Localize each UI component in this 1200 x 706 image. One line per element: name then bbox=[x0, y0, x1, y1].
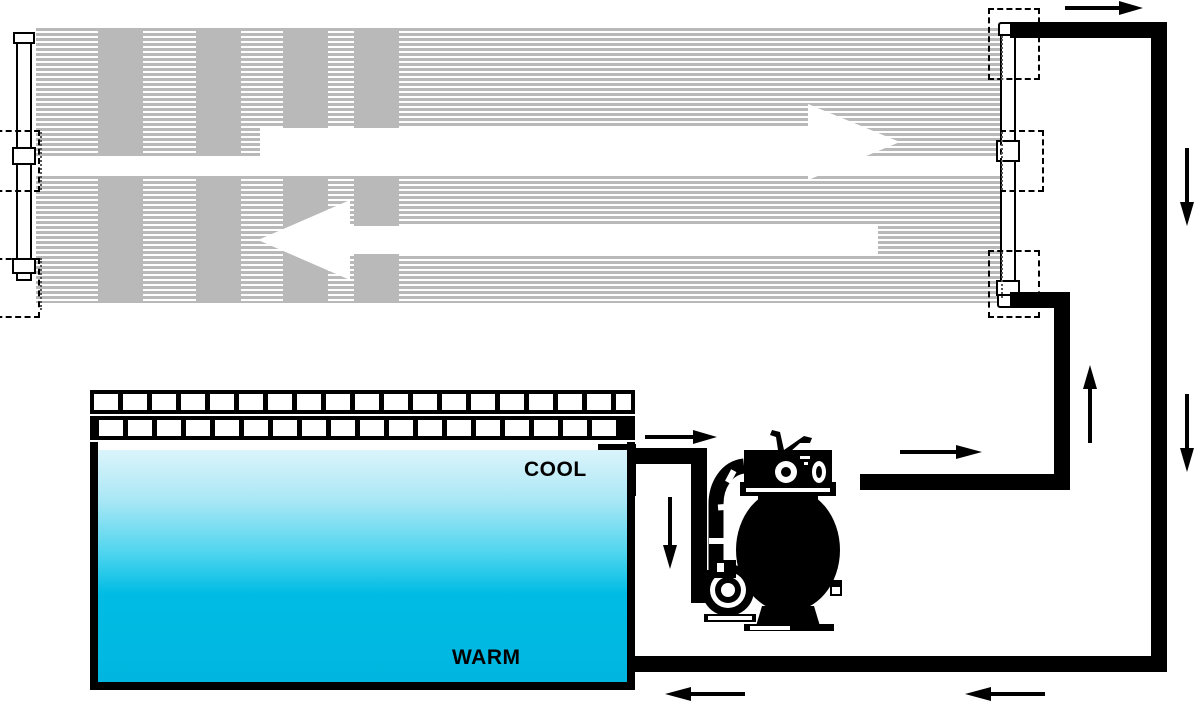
right-callout-dotted-mid bbox=[1001, 132, 1003, 190]
collector-flow-arrow-right bbox=[260, 104, 900, 180]
swimming-pool: COOL WARM bbox=[90, 390, 635, 690]
right-vertical-main bbox=[1151, 22, 1167, 672]
arrow-riser-up bbox=[1083, 365, 1097, 443]
left-header-cap-top bbox=[13, 32, 35, 44]
right-callout-box-mid bbox=[1000, 130, 1044, 192]
arrow-right-lower-down bbox=[1180, 394, 1194, 472]
arrow-skimmer-down bbox=[663, 497, 677, 569]
collector-flow-arrow-left bbox=[258, 200, 878, 280]
right-callout-dotted-bottom bbox=[1001, 252, 1003, 298]
skimmer-down-run bbox=[691, 448, 707, 603]
right-callout-dotted-top bbox=[1001, 36, 1003, 80]
pool-warm-label: WARM bbox=[452, 646, 521, 669]
left-callout-dotted-upper bbox=[40, 132, 42, 190]
filter-to-riser-run bbox=[860, 474, 1070, 490]
left-callout-box-upper bbox=[0, 130, 40, 192]
left-callout-dotted-lower bbox=[40, 258, 42, 310]
arrow-bottom-left-2 bbox=[965, 687, 1045, 701]
return-bottom-run bbox=[520, 656, 1167, 672]
arrow-right-upper-down bbox=[1180, 148, 1194, 226]
arrow-filter-out-right bbox=[900, 445, 982, 459]
sand-filter-and-pump bbox=[700, 430, 842, 631]
collector-supply-top-run bbox=[1010, 22, 1167, 38]
left-callout-box-lower bbox=[0, 258, 40, 318]
right-callout-box-bottom bbox=[988, 250, 1040, 318]
pool-cool-label: COOL bbox=[524, 458, 587, 481]
solar-collector bbox=[36, 28, 1011, 303]
panel-strap bbox=[196, 28, 241, 156]
arrow-top-right bbox=[1065, 1, 1143, 15]
pool-coping-row-bottom bbox=[90, 416, 635, 440]
arrow-pool-outlet-right bbox=[645, 430, 717, 444]
panel-strap bbox=[196, 176, 241, 303]
pool-coping-row-top bbox=[90, 390, 635, 414]
arrow-bottom-left-1 bbox=[665, 687, 745, 701]
panel-strap bbox=[98, 28, 143, 156]
panel-strap bbox=[98, 176, 143, 303]
pool-water bbox=[98, 450, 627, 682]
left-header-coupling-mid bbox=[12, 147, 36, 165]
right-callout-box-top bbox=[988, 8, 1040, 80]
panel-gap bbox=[36, 156, 1011, 176]
skimmer-outlet-run bbox=[625, 448, 707, 464]
pool-shell bbox=[90, 442, 635, 690]
diagram-title: Solar pool heating system flow diagram bbox=[0, 0, 1, 1]
riser-vertical bbox=[1054, 292, 1070, 490]
